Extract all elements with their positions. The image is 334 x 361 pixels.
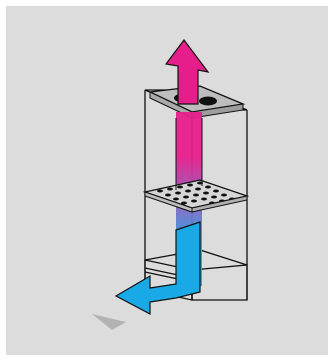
- floor-shadow: [92, 314, 126, 330]
- arrow-up-icon: [164, 39, 210, 105]
- background-panel: [6, 6, 328, 355]
- arrow-left-icon: [114, 221, 201, 315]
- perforated-shelf: [142, 179, 250, 213]
- shelf-holes: [157, 181, 235, 205]
- top-vent-hole-right: [199, 96, 217, 106]
